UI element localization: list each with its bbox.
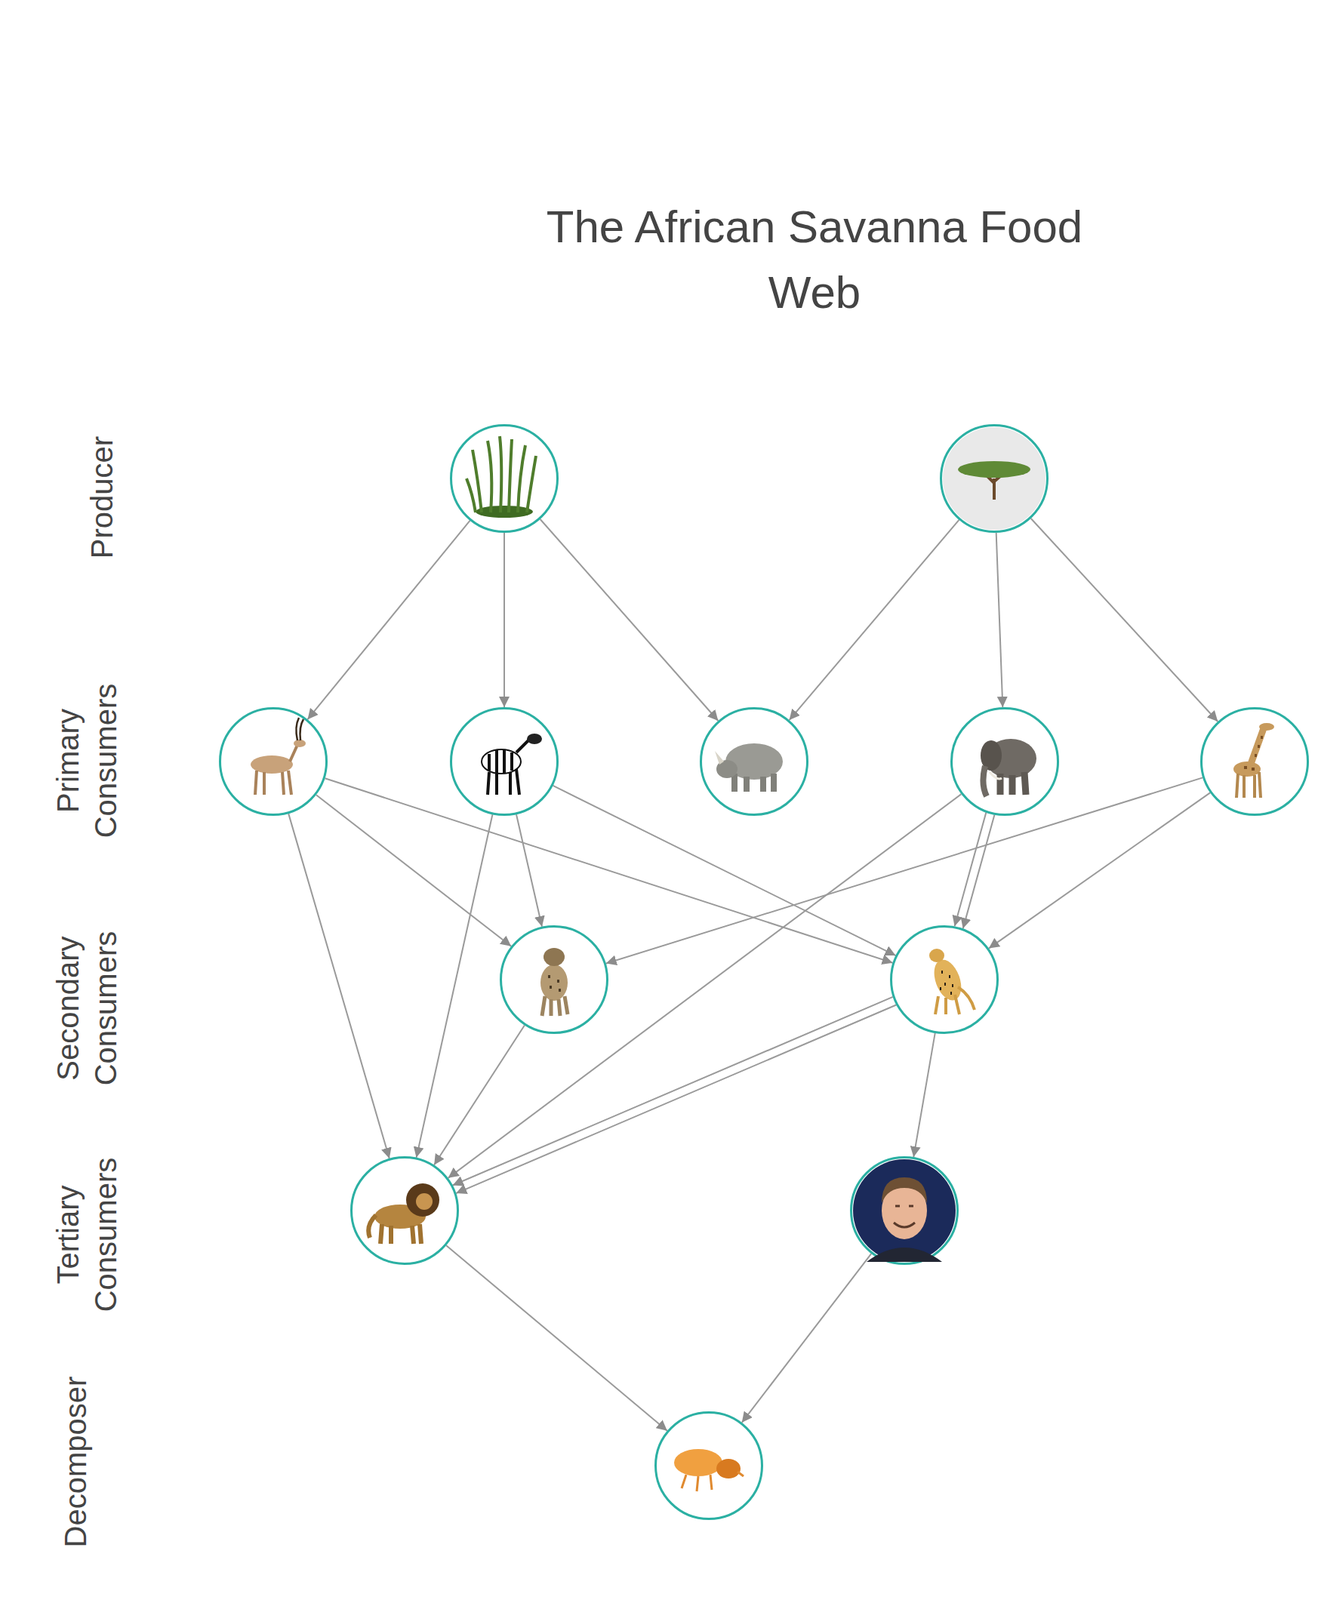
feeding-arrow xyxy=(963,815,995,930)
food-web-node xyxy=(699,707,809,817)
feeding-arrow xyxy=(913,1033,935,1158)
feeding-arrow xyxy=(996,532,1004,708)
feeding-arrow xyxy=(455,1005,897,1195)
food-web-node xyxy=(218,707,328,817)
feeding-arrow xyxy=(742,1253,872,1423)
trophic-level-label: Tertiary Consumers xyxy=(49,1121,125,1349)
trophic-level-label: Decomposer xyxy=(56,1348,95,1576)
feeding-arrow xyxy=(954,812,987,927)
feeding-arrow xyxy=(324,778,893,963)
food-web-node xyxy=(449,424,559,533)
feeding-arrow xyxy=(434,1025,525,1165)
food-web-node xyxy=(654,1411,764,1521)
feeding-arrow xyxy=(516,814,542,927)
feeding-arrow xyxy=(988,792,1211,949)
food-web-node xyxy=(449,707,559,817)
feeding-arrow xyxy=(452,997,894,1186)
feeding-arrow xyxy=(606,777,1204,964)
feeding-arrow xyxy=(288,813,390,1159)
feeding-arrow xyxy=(446,1245,668,1431)
diagram-title: The African Savanna Food Web xyxy=(512,194,1117,326)
feeding-arrow xyxy=(316,794,512,947)
feeding-arrow xyxy=(540,519,719,721)
trophic-level-label: Primary Consumers xyxy=(49,647,125,875)
food-web-node xyxy=(499,925,609,1035)
food-web-node xyxy=(849,1156,959,1266)
feeding-arrow xyxy=(448,794,962,1179)
food-web-node xyxy=(950,707,1060,817)
feeding-arrow xyxy=(307,520,471,720)
food-web-node xyxy=(350,1156,459,1266)
feeding-arrow xyxy=(416,814,493,1158)
trophic-level-label: Secondary Consumers xyxy=(49,895,125,1122)
feeding-arrow xyxy=(1031,518,1219,722)
feeding-arrow xyxy=(789,520,960,721)
food-web-node xyxy=(889,925,999,1035)
feeding-arrow xyxy=(553,785,897,956)
feeding-arrow xyxy=(503,532,506,708)
trophic-level-label: Producer xyxy=(83,384,121,611)
food-web-node xyxy=(1200,707,1309,817)
food-web-node xyxy=(939,424,1049,533)
